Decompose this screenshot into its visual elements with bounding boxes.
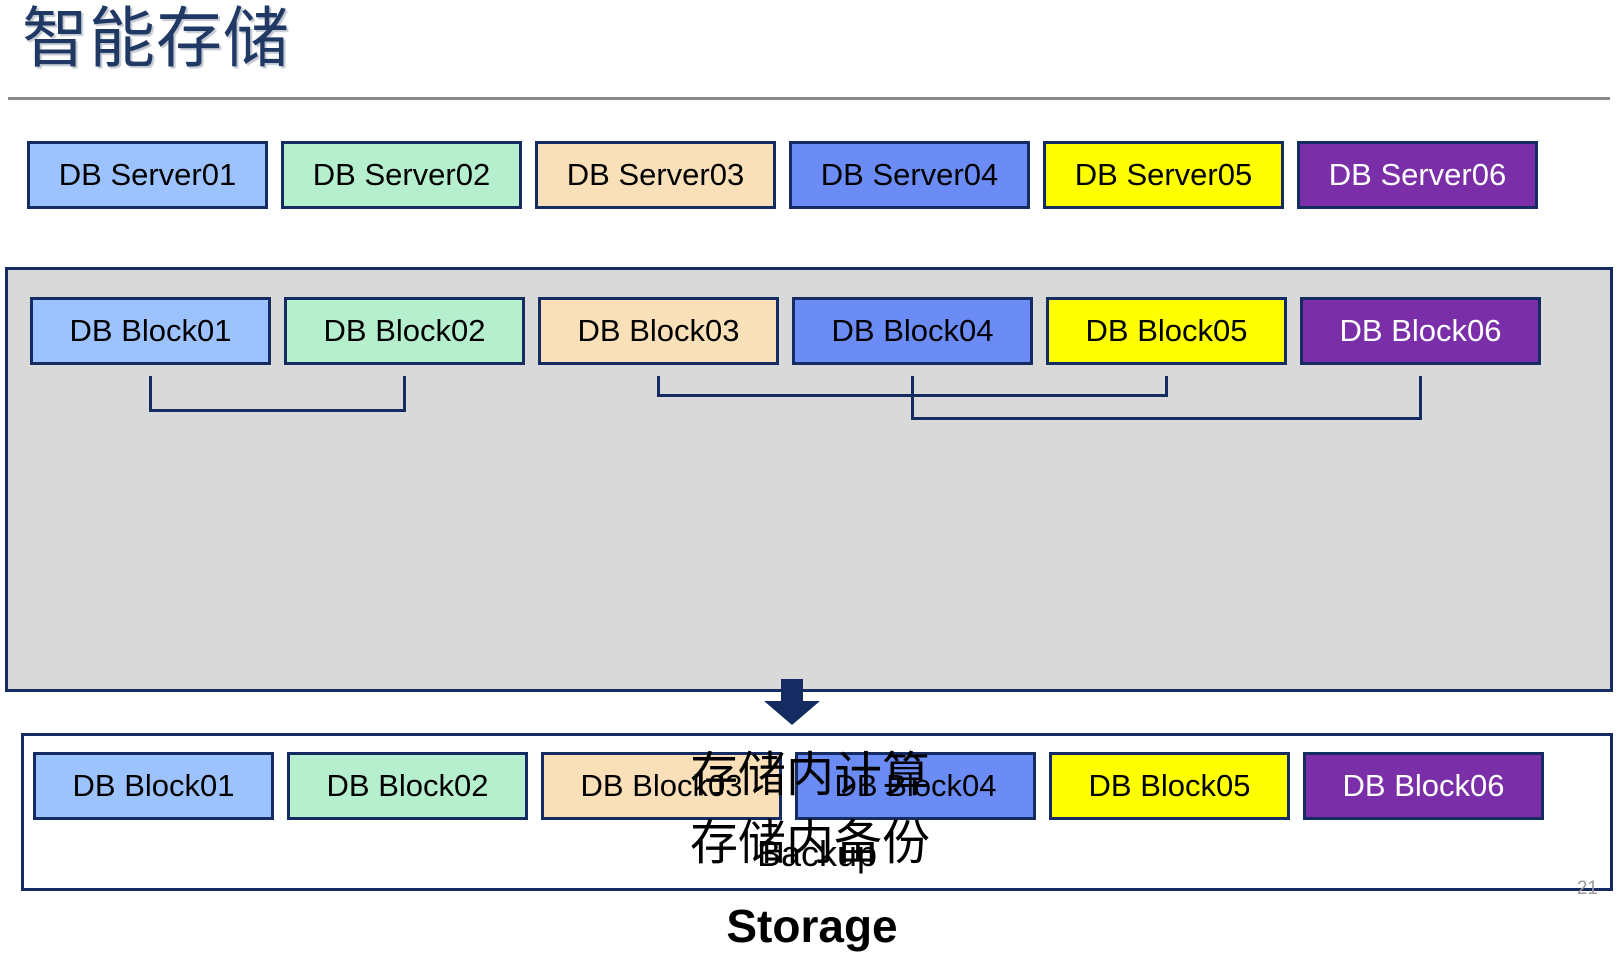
box-label: DB Block06 [1339,313,1502,348]
block-box-top-01[interactable]: DB Block01 [30,297,271,365]
box-label: DB Server02 [312,157,491,192]
box-label: DB Server01 [58,157,237,192]
title-divider [8,97,1610,100]
box-label: DB Block02 [323,313,486,348]
box-label: DB Block05 [1085,313,1248,348]
block-box-backup-03[interactable]: DB Block03 [541,752,782,820]
box-label: DB Block04 [834,768,997,803]
connector-vertical-2-2 [1165,376,1168,397]
box-label: DB Server03 [566,157,745,192]
block-box-top-05[interactable]: DB Block05 [1046,297,1287,365]
caption-line-1: 存储内计算 [689,749,930,802]
box-label: DB Block01 [72,768,235,803]
storage-label: Storage [726,900,898,952]
box-label: DB Block02 [326,768,489,803]
connector-vertical-3-1 [911,376,914,420]
connector-vertical-3-2 [1419,376,1422,420]
box-label: DB Server04 [820,157,999,192]
connector-horizontal-3 [911,417,1422,420]
block-box-top-03[interactable]: DB Block03 [538,297,779,365]
backup-box: Backup DB Block01 DB Block02 DB Block03 DB … [21,733,1613,891]
server-row: DB Server01 DB Server02 DB Server03 DB Serv… [27,141,1538,209]
connector-horizontal-1 [149,409,406,412]
box-label: DB Server05 [1074,157,1253,192]
block-box-backup-02[interactable]: DB Block02 [287,752,528,820]
box-label: DB Server06 [1328,157,1507,192]
block-box-top-02[interactable]: DB Block02 [284,297,525,365]
box-label: DB Block05 [1088,768,1251,803]
down-arrow-icon [764,679,820,725]
page-title: 智能存储 [22,1,290,75]
caption-line-2: 存储内备份 [689,817,930,870]
connector-vertical-1-2 [403,376,406,412]
server-box-04[interactable]: DB Server04 [789,141,1030,209]
box-label: DB Block01 [69,313,232,348]
block-box-top-06[interactable]: DB Block06 [1300,297,1541,365]
block-box-backup-01[interactable]: DB Block01 [33,752,274,820]
server-box-02[interactable]: DB Server02 [281,141,522,209]
server-box-05[interactable]: DB Server05 [1043,141,1284,209]
block-box-backup-06[interactable]: DB Block06 [1303,752,1544,820]
block-box-top-04[interactable]: DB Block04 [792,297,1033,365]
block-box-backup-05[interactable]: DB Block05 [1049,752,1290,820]
backup-label: Backup [756,833,878,874]
connector-vertical-1-1 [149,376,152,412]
connector-vertical-2-1 [657,376,660,397]
box-label: DB Block03 [580,768,743,803]
server-box-03[interactable]: DB Server03 [535,141,776,209]
storage-container: Backup DB Block01 DB Block02 DB Block03 DB … [5,267,1613,952]
box-label: DB Block06 [1342,768,1505,803]
block-box-backup-04[interactable]: DB Block04 [795,752,1036,820]
server-box-06[interactable]: DB Server06 [1297,141,1538,209]
box-label: DB Block04 [831,313,994,348]
server-box-01[interactable]: DB Server01 [27,141,268,209]
page-number: 21 [1576,878,1598,899]
box-label: DB Block03 [577,313,740,348]
